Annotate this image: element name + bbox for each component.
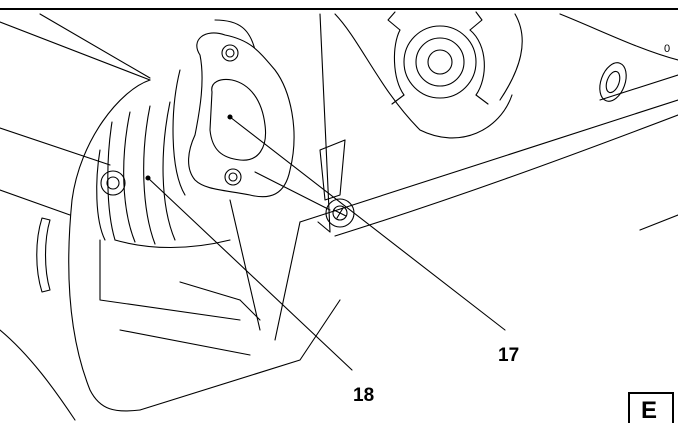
callout-label-18: 18 — [353, 385, 375, 406]
fin-bolt — [100, 170, 126, 196]
leader-17 — [229, 116, 506, 331]
cylinder-shroud — [0, 13, 341, 421]
leader-18 — [147, 177, 353, 371]
side-slot — [36, 217, 51, 293]
callout-label-17: 17 — [498, 345, 520, 366]
flywheel-gear — [334, 11, 513, 139]
gasket — [188, 32, 295, 198]
crankcase-housing: 0 — [299, 13, 678, 237]
svg-text:0: 0 — [664, 43, 670, 55]
section-letter-box: E — [628, 392, 674, 423]
leader-lines — [145, 114, 506, 371]
bracket-screw — [317, 139, 355, 233]
cylinder-fins — [96, 69, 231, 248]
